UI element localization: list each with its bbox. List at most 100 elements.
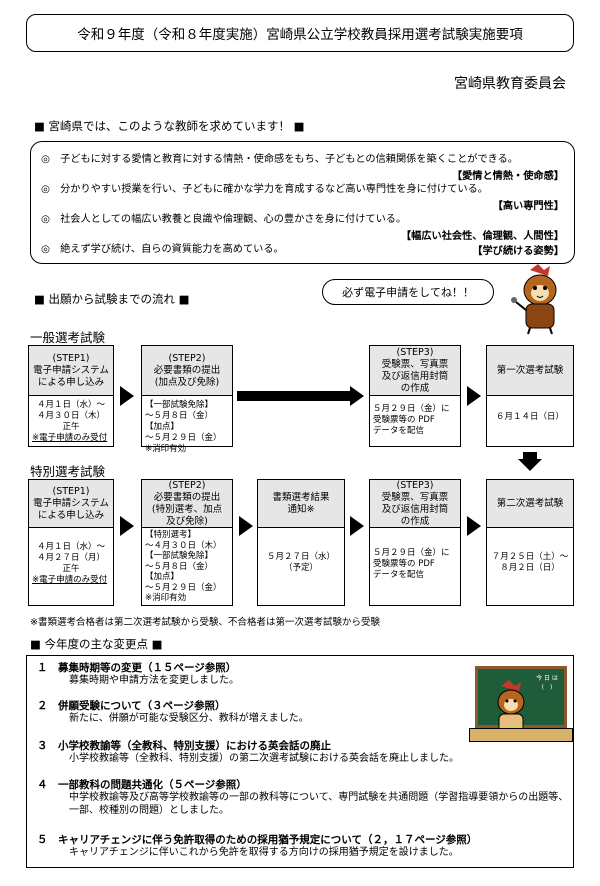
general-step3-deliver: データを配信: [373, 426, 425, 436]
result-line2: 通知※: [287, 503, 315, 515]
general-step3-pdf: 受験票等の PDF: [373, 415, 435, 425]
flow-heading: ■ 出願から試験までの流れ ■: [34, 292, 190, 306]
special-step1-line3: による申し込み: [37, 509, 105, 521]
long-arrow-bar: [237, 391, 351, 401]
teacher-desk: [469, 728, 573, 742]
ideal-tag-1: 【愛情と情熱・使命感】: [451, 171, 564, 182]
special-step2-body: 【特別選考】 ～４月３０日（木） 【一部試験免除】 ～５月８日（金） 【加点】 …: [142, 528, 232, 608]
mascot-icon: [511, 264, 557, 335]
general-step3-body: ５月２９日（金）に 受験票等の PDF データを配信: [370, 396, 460, 441]
second-exam-head: 第二次選考試験: [487, 480, 573, 528]
changes-heading: ■ 今年度の主な変更点 ■: [30, 637, 163, 651]
general-step1-date-end: ４月３０日（木）: [36, 411, 105, 421]
speech-bubble-text: 必ず電子申請をしてね！！: [342, 286, 474, 299]
general-exam-label: 一般選考試験: [30, 330, 106, 345]
change-4-title: ４ 一部教科の問題共通化（５ページ参照）: [37, 779, 247, 791]
first-exam-title: 第一次選考試験: [496, 364, 564, 376]
special-step3-date: ５月２９日（金）に: [373, 548, 450, 558]
special-exam-label: 特別選考試験: [30, 464, 106, 479]
general-step2-postmark-note: ※消印有効: [145, 444, 187, 454]
change-4-body: 中学校教諭等及び高等学校教諭等の一部の教科等について、専門試験を共通問題（学習指…: [69, 792, 569, 816]
result-title: 書類選考結果: [272, 491, 330, 503]
special-step3-line3: 及び返信用封筒: [381, 503, 449, 515]
special-step1-line2: 電子申請システム: [33, 497, 109, 509]
general-step2-bonus-date: ～５月２９日（金）: [145, 433, 222, 443]
general-step1-time: 正午: [62, 422, 80, 432]
general-step1-title: (STEP1): [52, 352, 90, 364]
general-step1-line3: による申し込み: [37, 376, 105, 388]
special-step1-date-end: ４月２７日（月）: [36, 553, 105, 563]
second-exam-date-end: ８月２日（日）: [500, 563, 560, 573]
special-step2-special-label: 【特別選考】: [145, 530, 197, 540]
special-step1-note: ※電子申請のみ受付: [32, 575, 108, 585]
special-step1-body: ４月１日（水）～ ４月２７日（月） 正午 ※電子申請のみ受付: [29, 528, 113, 590]
special-step2-box: (STEP2) 必要書類の提出 (特別選考、加点 及び免除) 【特別選考】 ～４…: [141, 479, 233, 606]
ideal-teacher-box: ◎ 子どもに対する愛情と教育に対する情熱・使命感をもち、子どもとの信頼関係を築く…: [30, 141, 575, 264]
result-head: 書類選考結果 通知※: [258, 480, 344, 528]
arrow-right-icon: [239, 516, 253, 536]
first-exam-date: ６月１４日（日）: [495, 412, 564, 422]
speech-bubble: 必ず電子申請をしてね！！: [322, 279, 494, 305]
blackboard-illustration: 今 日 は ( ): [469, 666, 573, 746]
first-exam-body: ６月１４日（日）: [487, 396, 573, 427]
general-step2-head: (STEP2) 必要書類の提出 (加点及び免除): [142, 346, 232, 396]
general-step1-body: ４月１日（水）～ ４月３０日（木） 正午 ※電子申請のみ受付: [29, 396, 113, 448]
general-step3-box: (STEP3) 受験票、写真票 及び返信用封筒 の作成 ５月２９日（金）に 受験…: [369, 345, 461, 447]
result-date: ５月２７日（水）: [266, 552, 335, 562]
special-step1-time: 正午: [62, 564, 80, 574]
change-5-title: ５ キャリアチェンジに伴う免許取得のための採用猶予規定について（２，１７ページ参…: [37, 834, 478, 846]
mascot-icon: [497, 680, 525, 735]
special-step3-pdf: 受験票等の PDF: [373, 559, 435, 569]
document-title-box: 令和９年度（令和８年度実施）宮崎県公立学校教員採用選考試験実施要項: [26, 14, 574, 52]
document-title: 令和９年度（令和８年度実施）宮崎県公立学校教員採用選考試験実施要項: [77, 27, 523, 43]
general-step1-note: ※電子申請のみ受付: [32, 433, 108, 443]
change-3-body: 小学校教諭等（全教科、特別支援）の第二次選考試験における英会話を廃止しました。: [69, 753, 459, 764]
first-exam-head: 第一次選考試験: [487, 346, 573, 396]
special-step2-line2: 必要書類の提出: [153, 491, 221, 503]
special-step2-line4: 及び免除): [166, 515, 208, 527]
blackboard-text-2: ( ): [541, 684, 553, 691]
change-5-body: キャリアチェンジに伴いこれから免許を取得する方向けの採用猶予規定を設けました。: [69, 847, 459, 858]
ideal-item-2: ◎ 分かりやすい授業を行い、子どもに確かな学力を育成するなど高い専門性を身に付け…: [41, 184, 488, 195]
changes-box: １ 募集時期等の変更（１５ページ参照） 募集時期や申請方法を変更しました。 ２ …: [26, 655, 574, 868]
general-step2-exempt-date: ～５月８日（金）: [145, 411, 214, 421]
special-step1-date-start: ４月１日（水）～: [36, 542, 105, 552]
special-step1-box: (STEP1) 電子申請システム による申し込み ４月１日（水）～ ４月２７日（…: [28, 479, 114, 606]
ideal-heading: ■ 宮崎県では、このような教師を求めています！ ■: [34, 119, 305, 133]
blackboard-text: 今 日 は ( ): [531, 674, 563, 692]
special-step3-title: (STEP3): [396, 479, 434, 491]
arrow-right-icon: [467, 516, 481, 536]
change-3-title: ３ 小学校教諭等（全教科、特別支援）における英会話の廃止: [37, 740, 331, 752]
second-exam-box: 第二次選考試験 ７月２５日（土）～ ８月２日（日）: [486, 479, 574, 606]
special-step1-head: (STEP1) 電子申請システム による申し込み: [29, 480, 113, 528]
special-step3-line4: の作成: [400, 515, 430, 527]
general-step3-head: (STEP3) 受験票、写真票 及び返信用封筒 の作成: [370, 346, 460, 396]
general-step3-title: (STEP3): [396, 346, 434, 358]
special-step2-bonus-date: ～５月２９日（金）: [145, 582, 222, 593]
special-step2-exempt-date: ～５月８日（金）: [145, 561, 214, 572]
result-tentative: （予定）: [283, 563, 318, 573]
general-step2-exempt-label: 【一部試験免除】: [145, 400, 214, 410]
second-exam-title: 第二次選考試験: [496, 497, 564, 509]
general-step2-box: (STEP2) 必要書類の提出 (加点及び免除) 【一部試験免除】 ～５月８日（…: [141, 345, 233, 454]
change-2-title: ２ 併願受験について（３ページ参照）: [37, 700, 226, 712]
special-step1-title: (STEP1): [52, 485, 90, 497]
arrow-right-icon: [350, 386, 364, 406]
ideal-tag-4: 【学び続ける姿勢】: [472, 246, 564, 257]
arrow-right-icon: [350, 516, 364, 536]
special-step2-line3: (特別選考、加点: [151, 503, 223, 515]
result-box: 書類選考結果 通知※ ５月２７日（水） （予定）: [257, 479, 345, 606]
change-2-body: 新たに、併願が可能な受験区分、教科が増えました。: [69, 713, 309, 724]
general-step1-box: (STEP1) 電子申請システム による申し込み ４月１日（水）～ ４月３０日（…: [28, 345, 114, 447]
special-step2-exempt-label: 【一部試験免除】: [145, 551, 214, 561]
blackboard-text-1: 今 日 は: [536, 675, 558, 682]
special-step2-title: (STEP2): [168, 479, 206, 491]
special-step2-postmark-note: ※消印有効: [145, 593, 187, 603]
special-step3-box: (STEP3) 受験票、写真票 及び返信用封筒 の作成 ５月２９日（金）に 受験…: [369, 479, 461, 606]
second-exam-body: ７月２５日（土）～ ８月２日（日）: [487, 528, 573, 578]
arrow-right-icon: [467, 386, 481, 406]
result-body: ５月２７日（水） （予定）: [258, 528, 344, 578]
special-step3-head: (STEP3) 受験票、写真票 及び返信用封筒 の作成: [370, 480, 460, 528]
ideal-item-1: ◎ 子どもに対する愛情と教育に対する情熱・使命感をもち、子どもとの信頼関係を築く…: [41, 154, 518, 165]
general-step2-bonus-label: 【加点】: [145, 422, 180, 432]
